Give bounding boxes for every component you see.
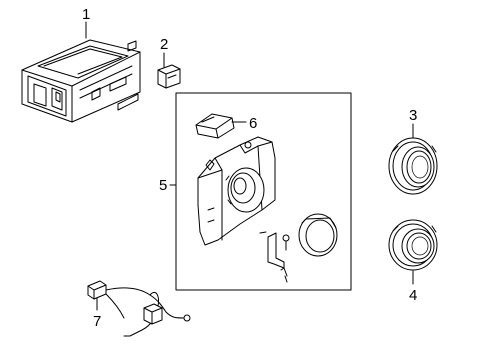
part-7-wiring-harness (87, 280, 191, 337)
leader-lines (85, 21, 414, 311)
part-4-speaker-ring (388, 219, 438, 271)
callout-6: 6 (249, 115, 257, 132)
part-5-enclosure-box (175, 92, 352, 291)
callout-labels: 1 2 3 4 5 6 7 (82, 6, 417, 330)
part-6-amplifier-module (195, 113, 235, 139)
callout-2: 2 (160, 36, 168, 53)
part-2-relay (157, 64, 181, 89)
callout-4: 4 (409, 287, 417, 304)
part-1-control-module (21, 39, 141, 123)
part-3-speaker-ring (388, 137, 438, 195)
callout-1: 1 (82, 6, 90, 23)
callout-3: 3 (409, 107, 417, 124)
callout-5: 5 (159, 177, 167, 194)
callout-7: 7 (93, 313, 101, 330)
